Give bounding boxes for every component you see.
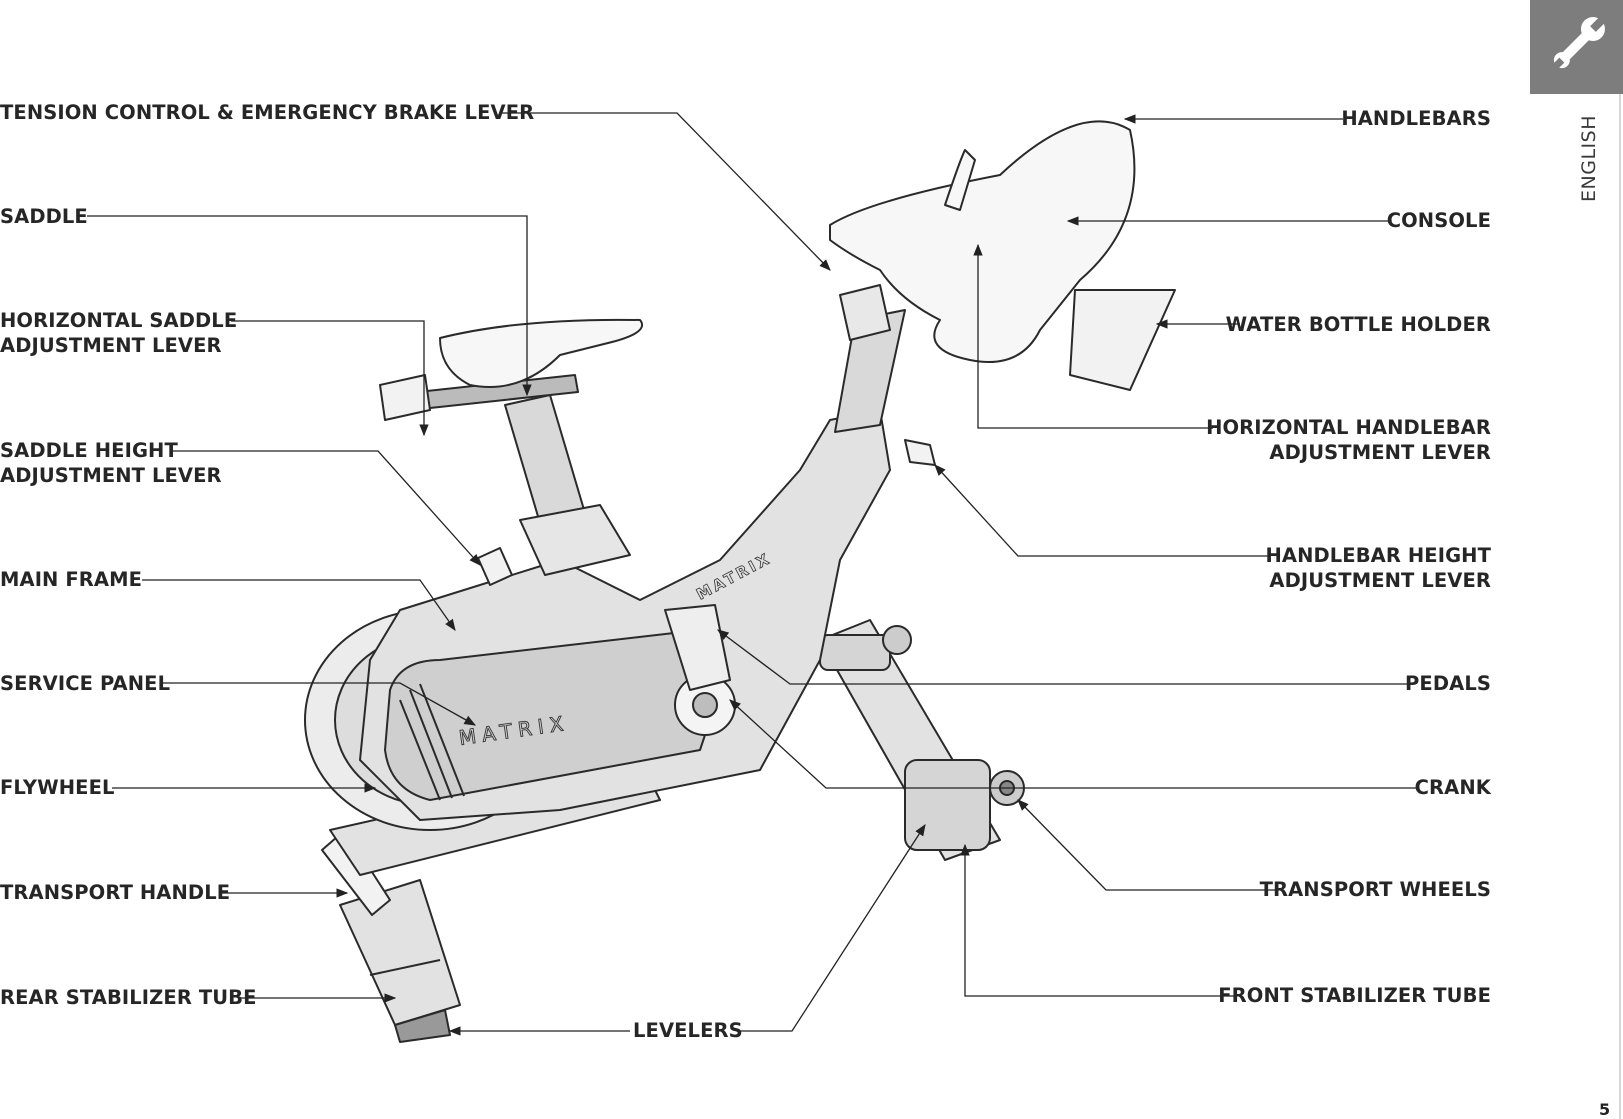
label-console: CONSOLE bbox=[1386, 209, 1491, 232]
wrench-icon bbox=[1550, 16, 1606, 72]
leader-service-panel bbox=[162, 682, 477, 726]
label-flywheel: FLYWHEEL bbox=[0, 776, 115, 799]
leader-saddle-height bbox=[173, 450, 481, 566]
label-transport-handle: TRANSPORT HANDLE bbox=[0, 881, 231, 904]
leader-crank bbox=[729, 699, 1418, 789]
label-main-frame: MAIN FRAME bbox=[0, 568, 143, 591]
rear-stabilizer-shape bbox=[339, 879, 461, 1026]
label-saddle-height-lever: SADDLE HEIGHT ADJUSTMENT LEVER bbox=[0, 439, 222, 487]
label-horizontal-saddle-lever: HORIZONTAL SADDLE ADJUSTMENT LEVER bbox=[0, 309, 238, 357]
label-tension-control: TENSION CONTROL & EMERGENCY BRAKE LEVER bbox=[0, 101, 535, 124]
section-tab bbox=[1530, 0, 1623, 94]
leader-h-handlebar bbox=[973, 243, 1213, 429]
leader-front-stabilizer bbox=[960, 843, 1234, 997]
transport-wheel-rear bbox=[882, 625, 912, 655]
label-water-bottle-holder: WATER BOTTLE HOLDER bbox=[1225, 313, 1491, 336]
saddle-shape bbox=[439, 318, 643, 388]
label-service-panel: SERVICE PANEL bbox=[0, 672, 171, 695]
tab-rule bbox=[1619, 94, 1621, 1119]
label-pedals: PEDALS bbox=[1405, 672, 1491, 695]
label-levelers: LEVELERS bbox=[633, 1019, 743, 1042]
label-front-stabilizer-tube: FRONT STABILIZER TUBE bbox=[1218, 984, 1491, 1007]
tension-lever-shape bbox=[839, 284, 891, 341]
label-transport-wheels: TRANSPORT WHEELS bbox=[1259, 878, 1491, 901]
saddle-height-lever-shape bbox=[477, 547, 513, 586]
pedal-shape bbox=[664, 604, 731, 691]
label-rear-stabilizer-tube: REAR STABILIZER TUBE bbox=[0, 986, 257, 1009]
leader-saddle bbox=[87, 215, 532, 397]
leader-main-frame bbox=[142, 579, 456, 631]
handlebars-shape bbox=[829, 120, 1136, 363]
leader-transport-wheels bbox=[1017, 799, 1278, 891]
label-horizontal-handlebar-lever: HORIZONTAL HANDLEBAR ADJUSTMENT LEVER bbox=[1206, 416, 1491, 464]
leader-h-saddle bbox=[231, 320, 429, 437]
leader-handlebar-height bbox=[934, 464, 1270, 557]
leader-tension bbox=[502, 112, 831, 271]
label-handlebars: HANDLEBARS bbox=[1341, 107, 1491, 130]
page-number: 5 bbox=[1599, 1100, 1611, 1119]
label-handlebar-height-lever: HANDLEBAR HEIGHT ADJUSTMENT LEVER bbox=[1265, 544, 1491, 592]
water-bottle-holder-shape bbox=[1069, 289, 1176, 391]
label-saddle: SADDLE bbox=[0, 205, 88, 228]
leader-levelers-2 bbox=[738, 824, 926, 1032]
leader-pedals bbox=[717, 629, 1410, 685]
handlebar-height-lever-shape bbox=[904, 439, 936, 466]
label-crank: CRANK bbox=[1414, 776, 1491, 799]
